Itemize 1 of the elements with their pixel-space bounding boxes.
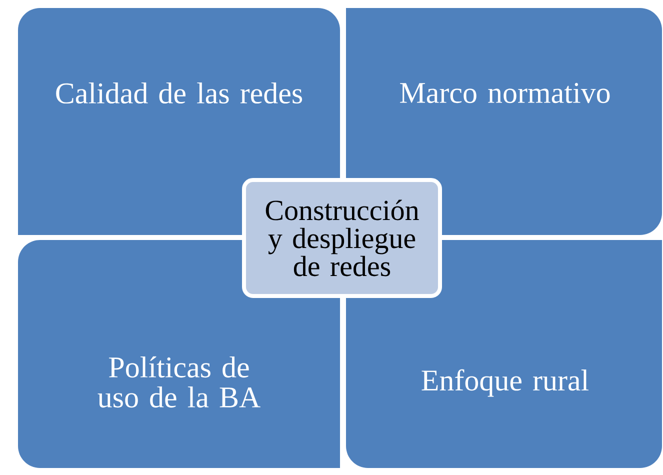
center-box: Construcción y despliegue de redes (242, 178, 442, 298)
